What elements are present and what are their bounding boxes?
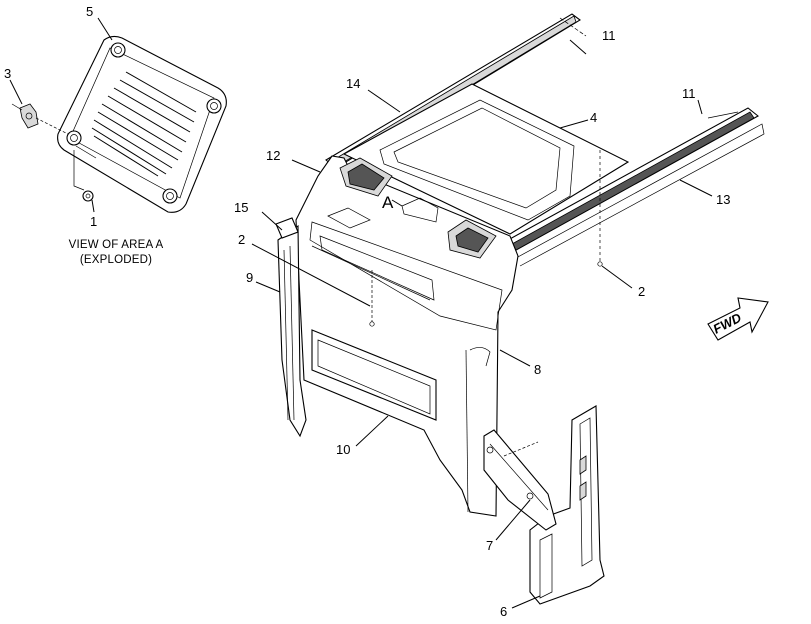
speaker-grille-inset <box>11 35 227 213</box>
grille-screw-hole-top-right <box>206 98 222 114</box>
grille-screw-hole-bottom-right <box>162 188 178 204</box>
panel-speaker-left <box>339 157 393 197</box>
inset-caption: VIEW OF AREA A (EXPLODED) <box>69 239 164 266</box>
callout-5: 5 <box>86 4 93 19</box>
callout-3: 3 <box>4 66 11 81</box>
callout-13: 13 <box>716 192 730 207</box>
grille-slots <box>91 71 197 177</box>
callout-10: 10 <box>336 442 350 457</box>
bracket-part-7 <box>483 429 557 531</box>
forward-direction-arrow: FWD <box>707 297 769 341</box>
grille-screw-hole-bottom-left <box>66 130 82 146</box>
callout-2-left: 2 <box>238 232 245 247</box>
callout-11-top: 11 <box>602 28 616 43</box>
callout-12: 12 <box>266 148 280 163</box>
callout-8: 8 <box>534 362 541 377</box>
panel-speaker-right <box>447 219 497 259</box>
headliner-part-4 <box>342 83 630 262</box>
callout-15: 15 <box>234 200 248 215</box>
area-a-marker: A <box>382 193 394 212</box>
callout-11-right: 11 <box>682 86 696 101</box>
callout-numbers: 5 3 1 11 11 14 4 12 13 15 2 2 9 8 10 7 6… <box>4 4 730 619</box>
clip-nut-icon <box>19 103 39 129</box>
speaker-grille-plate <box>57 35 227 213</box>
clip-part-15 <box>275 217 299 239</box>
callout-14: 14 <box>346 76 360 91</box>
inset-caption-line-2: (EXPLODED) <box>80 254 152 266</box>
callout-2-right: 2 <box>638 284 645 299</box>
pillar-trim-part-6 <box>529 405 605 605</box>
screw-icon <box>82 190 94 202</box>
callout-6: 6 <box>500 604 507 619</box>
leader-lines <box>9 17 713 609</box>
inset-caption-line-1: VIEW OF AREA A <box>69 239 164 251</box>
callout-9: 9 <box>246 270 253 285</box>
callout-4: 4 <box>590 110 597 125</box>
grille-screw-hole-top-left <box>110 42 126 58</box>
callout-7: 7 <box>486 538 493 553</box>
callout-1: 1 <box>90 214 97 229</box>
rear-trim-panel <box>275 155 603 517</box>
